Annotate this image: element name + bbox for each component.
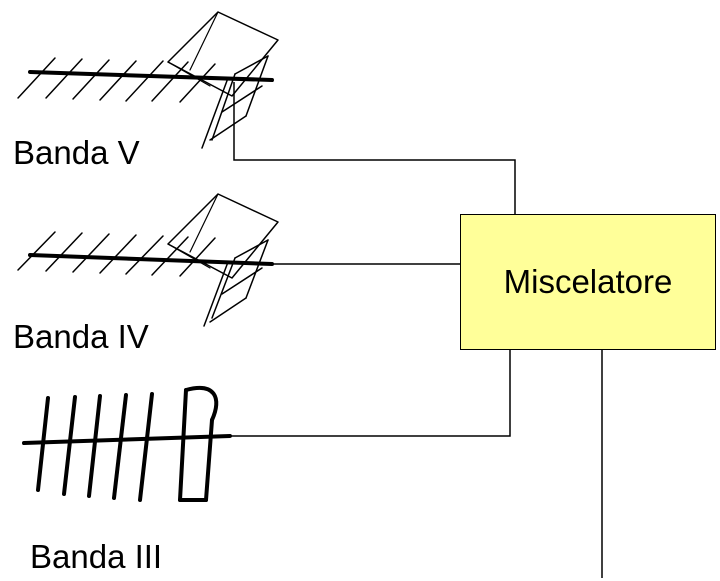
cable-band-v (233, 82, 516, 214)
feed-cables (230, 82, 603, 578)
band-iii-antenna (22, 386, 232, 502)
band-v-boom (28, 70, 274, 82)
label-band-v: Banda V (13, 134, 140, 171)
mixer-label: Miscelatore (503, 263, 673, 300)
band-iii-boom (22, 434, 232, 445)
band-iv-antenna (17, 193, 279, 327)
band-v-antenna (17, 11, 279, 149)
band-iv-boom (28, 253, 274, 266)
cable-band-iii (230, 350, 511, 437)
label-band-iv: Banda IV (13, 318, 149, 355)
label-band-iii: Banda III (30, 538, 163, 575)
mixer-box: Miscelatore (460, 214, 716, 350)
